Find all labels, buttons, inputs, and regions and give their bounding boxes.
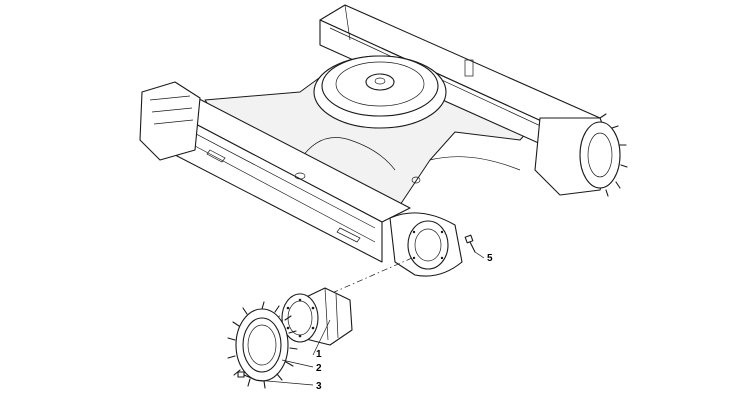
bolt-part-3 [237, 371, 314, 386]
swing-bearing-ring [313, 55, 447, 129]
undercarriage-frame [139, 4, 628, 277]
callout-1: 1 [316, 349, 322, 360]
callout-3: 3 [316, 381, 322, 392]
callout-2: 2 [316, 363, 322, 374]
callout-5: 5 [487, 253, 493, 264]
travel-motor-part-1 [281, 287, 353, 356]
sprocket-part-2 [227, 301, 314, 389]
bolt-part-5 [464, 234, 485, 259]
